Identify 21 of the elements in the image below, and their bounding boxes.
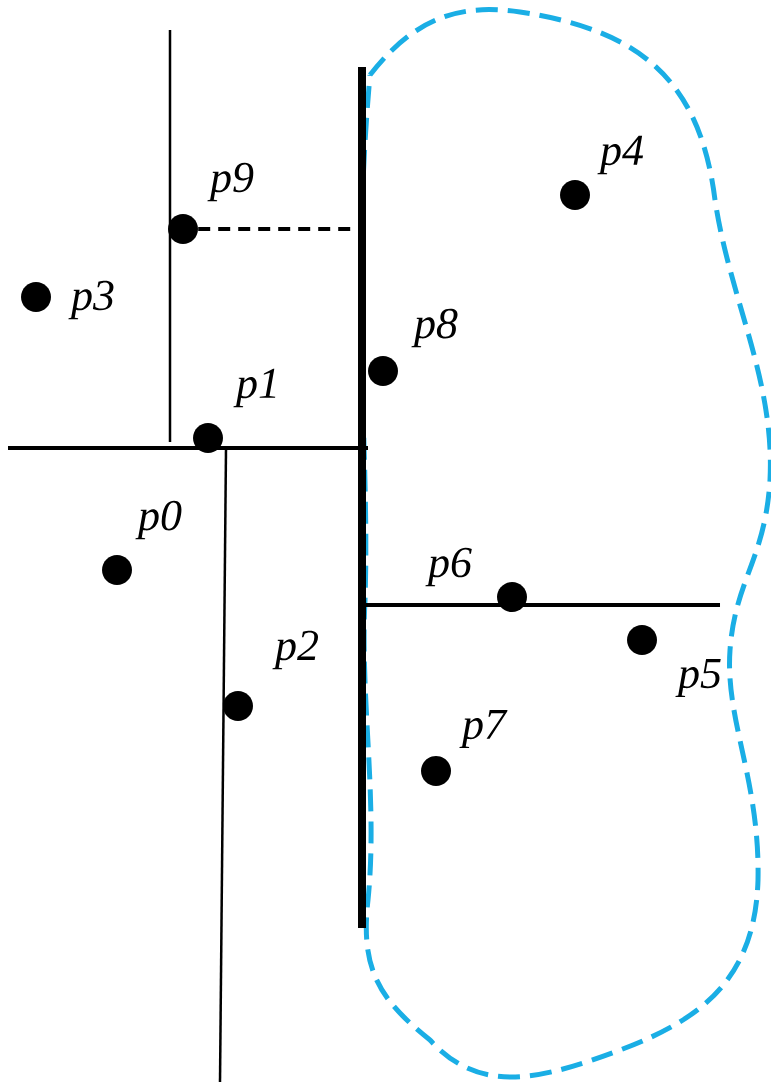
point xyxy=(193,423,223,453)
point xyxy=(168,214,198,244)
point-label: p6 xyxy=(425,547,472,587)
point xyxy=(21,282,51,312)
point-label: p3 xyxy=(68,280,114,320)
point xyxy=(497,582,527,612)
point-label: p4 xyxy=(597,135,643,175)
point xyxy=(223,691,253,721)
point xyxy=(368,356,398,386)
point-label: p9 xyxy=(207,162,254,202)
partition-bar xyxy=(358,67,366,928)
point-label: p2 xyxy=(272,630,319,670)
point xyxy=(627,625,657,655)
point-label: p0 xyxy=(135,500,182,540)
point xyxy=(102,555,132,585)
point xyxy=(421,756,451,786)
point-label: p1 xyxy=(233,368,276,408)
point xyxy=(560,180,590,210)
point-label: p8 xyxy=(411,308,458,348)
point-label: p5 xyxy=(675,658,721,698)
point-label: p7 xyxy=(459,709,508,749)
